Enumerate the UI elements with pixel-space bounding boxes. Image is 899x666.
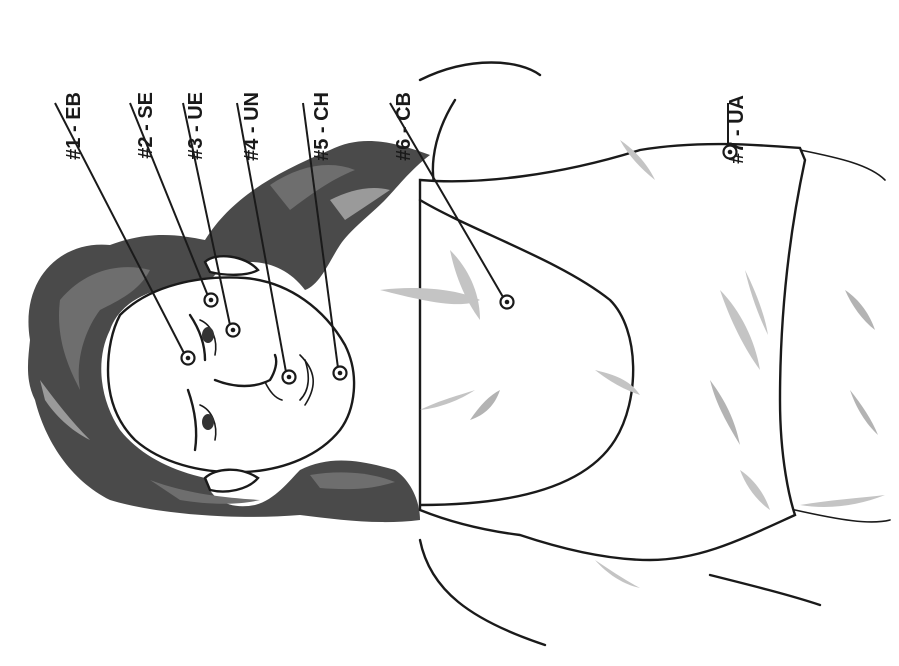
point-marker-5 xyxy=(334,367,347,380)
point-marker-1 xyxy=(182,352,195,365)
face xyxy=(108,277,354,472)
label-point-4: #4 - UN xyxy=(241,92,263,161)
arm-line-lower xyxy=(710,575,820,605)
shade-right-2 xyxy=(850,390,878,435)
body-outline-bottom xyxy=(420,540,545,645)
point-marker-3 xyxy=(227,324,240,337)
point-marker-7 xyxy=(724,146,737,159)
ear-bottom xyxy=(205,470,258,492)
point-marker-6 xyxy=(501,296,514,309)
point-marker-2 xyxy=(205,294,218,307)
arm-line-right-bottom xyxy=(795,510,890,522)
arm-line-right-top xyxy=(800,150,885,180)
body-outline-top xyxy=(420,63,540,81)
point-marker-4 xyxy=(283,371,296,384)
label-point-5: #5 - CH xyxy=(311,92,333,161)
shade-right-3 xyxy=(800,495,885,507)
shade-lower-1 xyxy=(595,560,640,588)
torso xyxy=(420,144,805,560)
shade-right-1 xyxy=(845,290,875,330)
figure-illustration xyxy=(28,63,890,646)
